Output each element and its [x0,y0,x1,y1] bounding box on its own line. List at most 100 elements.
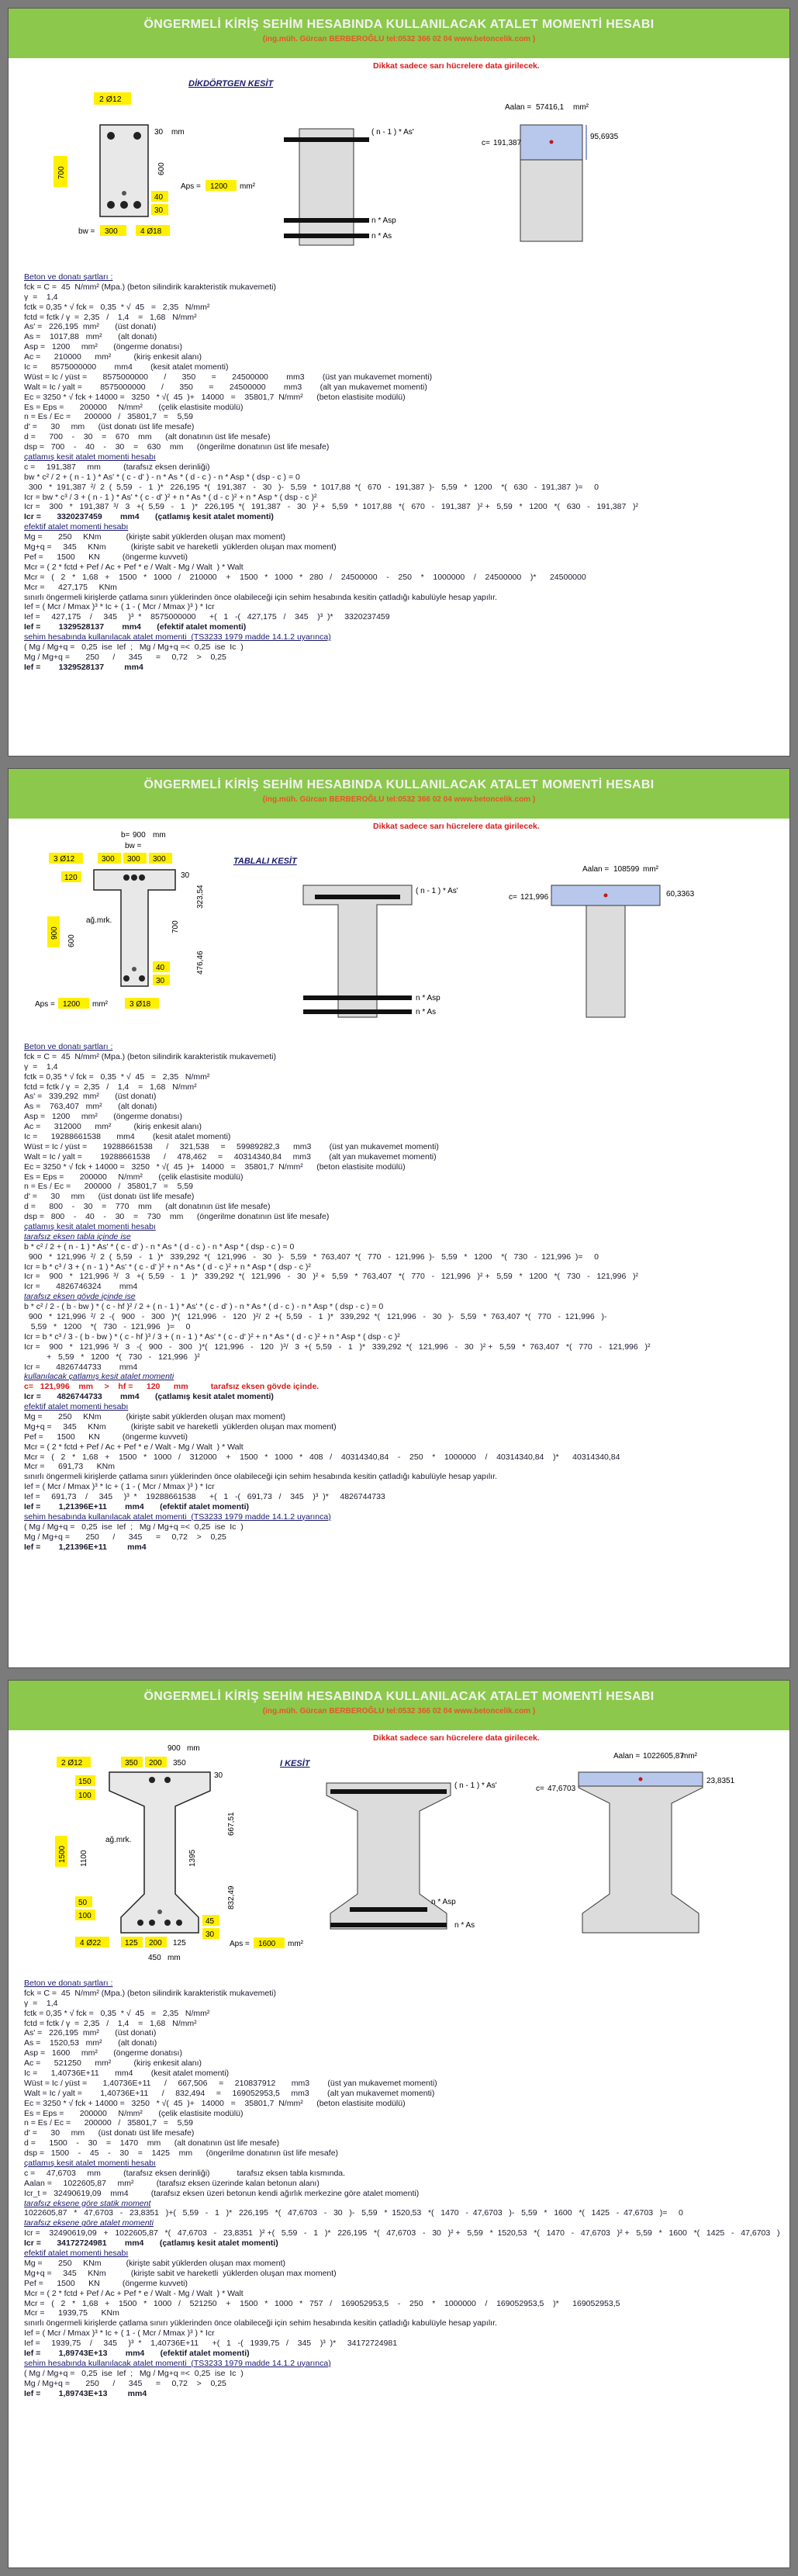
transformed-section [326,1782,451,1930]
dim-input[interactable] [151,191,168,202]
dim-input[interactable] [75,1775,95,1786]
bottom-bars-input[interactable] [125,998,159,1009]
top-rebar [123,874,130,881]
label-n1-as: ( n - 1 ) * As' [371,128,414,137]
calc-line: Mg = 250 KNm (kirişte sabit yüklerden ol… [24,2258,285,2268]
dim-input[interactable] [202,1928,219,1939]
calc-heading: Beton ve donatı şartları : [24,272,113,282]
flange-thickness-input[interactable] [61,871,81,882]
dim-input[interactable] [202,1915,219,1926]
dim-input[interactable] [153,975,170,985]
section-figure: DİKDÖRTGEN KESİT 2 Ø12 700 30 mm 600 40 … [9,71,789,268]
aps-prefix: Aps = [230,1940,250,1948]
dim-input[interactable] [153,961,170,972]
bottom-bars-input[interactable] [136,225,170,236]
calc-line: sınırlı öngermeli kirişlerde çatlama sın… [24,592,497,602]
calc-line: Mg+q = 345 KNm (kirişte sabit ve hareket… [24,1421,337,1432]
dim-input[interactable] [149,853,172,864]
calc-line: γ = 1,4 [24,292,58,302]
calc-result: Ief = 1,89743E+13 mm4 [24,2388,147,2398]
dim-input[interactable] [123,853,147,864]
calc-line: Es = Eps = 200000 N/mm² (çelik elastisit… [24,2108,244,2118]
dim-input[interactable] [98,853,121,864]
dim-input[interactable] [145,1937,167,1948]
height-input[interactable] [54,156,67,187]
calc-line: Ec = 3250 * √ fck + 14000 = 3250 * √( 45… [24,2098,406,2108]
label-n-asp: n * Asp [371,216,396,225]
calc-line: Ief = ( Mcr / Mmax )³ * Ic + ( 1 - ( Mcr… [24,2328,215,2339]
height-input[interactable] [47,916,60,947]
calc-line: 5,59 * 1200 *( 730 - 121,996 )= 0 [24,1321,191,1331]
calc-line: Mcr = ( 2 * 1,68 + 1500 * 1000 / 210000 … [24,572,586,582]
calc-heading: sehim hesabında kullanılacak atalet mome… [24,632,331,642]
top-bars-input[interactable] [49,853,83,864]
author-contact: (ing.müh. Gürcan BERBEROĞLU tel:0532 366… [262,1707,536,1716]
top-bars-label: 2 Ø12 [61,1759,83,1768]
calc-heading: Beton ve donatı şartları : [24,1042,113,1051]
t-section-body [93,869,176,987]
calc-line: Mg / Mg+q = 250 / 345 = 0,72 > 0,25 [24,2378,226,2388]
dim-label: 45 [206,1917,215,1926]
calc-line: fck = C = 45 N/mm² (Mpa.) (beton silindi… [24,1051,276,1061]
calc-line: fctd = fctk / γ = 2,35 / 1,4 = 1,68 N/mm… [24,1082,197,1092]
dim-input[interactable] [121,1937,143,1948]
steel-strip-tendon [303,995,412,1000]
dim-label: 50 [78,1899,88,1907]
aps-value: 1200 [210,182,228,191]
calc-line: n = Es / Ec = 200000 / 35801,7 = 5,59 [24,2118,194,2128]
bottom-rebar [120,201,128,209]
sheet-i-section: ÖNGERMELİ KİRİŞ SEHİM HESABINDA KULLANIL… [8,1680,790,2568]
aps-input[interactable] [58,998,89,1009]
label-n1-as: ( n - 1 ) * As' [416,887,458,895]
top-bars-label: 3 Ø12 [54,855,75,864]
calc-line: 1022605,87 * 47,6703 - 23,8351 )+( 5,59 … [24,2208,683,2218]
dim-label: 600 [157,162,166,175]
dim-input[interactable] [121,1757,143,1768]
height-input[interactable] [55,1836,67,1867]
aps-input[interactable] [206,180,237,191]
calc-line: Ac = 210000 mm² (kiriş enkesit alanı) [24,352,202,362]
dim-input[interactable] [151,204,168,215]
calc-line: Mcr = 691,73 KNm [24,1462,115,1472]
steel-strip-bottom [330,1923,447,1927]
label-n-as: n * As [371,232,392,241]
sheet-rectangular-section: ÖNGERMELİ KİRİŞ SEHİM HESABINDA KULLANIL… [8,8,790,757]
width-prefix: bw = [78,227,95,236]
section-title: I KESİT [280,1758,311,1768]
calc-result: Ief = 1329528137 mm4 (efektif atalet mom… [24,622,247,632]
calc-line: Ief = 691,73 / 345 )³ * 19288661538 +( 1… [24,1492,385,1502]
calc-line: 900 * 121,996 ²/ 2 -( 900 - 300 )*( 121,… [24,1312,607,1322]
header-banner: ÖNGERMELİ KİRİŞ SEHİM HESABINDA KULLANIL… [9,769,789,819]
bottom-bars-input[interactable] [75,1937,109,1948]
compression-section [578,1771,703,1934]
top-bars-input[interactable] [57,1757,91,1768]
dim-input[interactable] [145,1757,167,1768]
calc-result: Icr = 34172724981 mm4 (çatlamış kesit at… [24,2238,278,2249]
dim-label: 476,46 [196,950,205,975]
top-bars-input[interactable] [94,92,131,105]
label-n-as: n * As [454,1921,475,1930]
dim-label: 350 [173,1759,186,1768]
c-prefix: c= [482,139,490,147]
dim-input[interactable] [75,1909,95,1920]
bottom-rebar [139,975,145,982]
calculation-block: Beton ve donatı şartları :fck = C = 45 N… [24,272,780,673]
calc-heading: Beton ve donatı şartları : [24,1979,113,1988]
aps-input[interactable] [254,1937,285,1948]
calc-line: dsp = 1500 - 45 - 30 = 1425 mm (öngerilm… [24,2148,339,2159]
page-title: ÖNGERMELİ KİRİŞ SEHİM HESABINDA KULLANIL… [143,18,655,31]
label-n1-as: ( n - 1 ) * As' [454,1781,497,1790]
calc-line: Es = Eps = 200000 N/mm² (çelik elastisit… [24,1172,244,1182]
dim-label: 200 [149,1759,162,1768]
calc-line: Ief = ( Mcr / Mmax )³ * Ic + ( 1 - ( Mcr… [24,602,215,612]
dim-input[interactable] [75,1896,92,1907]
calc-heading: kullanılacak çatlamış kesit atalet momen… [24,1372,174,1382]
calc-line: Mcr = 427,175 KNm [24,582,117,592]
steel-strip-top [284,137,369,142]
area-value: 108599 [613,865,640,874]
calc-line: ( Mg / Mg+q = 0,25 ise Ief ; Mg / Mg+q =… [24,2368,244,2378]
calc-line: Pef = 1500 KN (öngerme kuvveti) [24,1432,188,1442]
width-input[interactable] [100,225,126,236]
unit: mm [153,831,166,840]
dim-input[interactable] [75,1789,95,1800]
